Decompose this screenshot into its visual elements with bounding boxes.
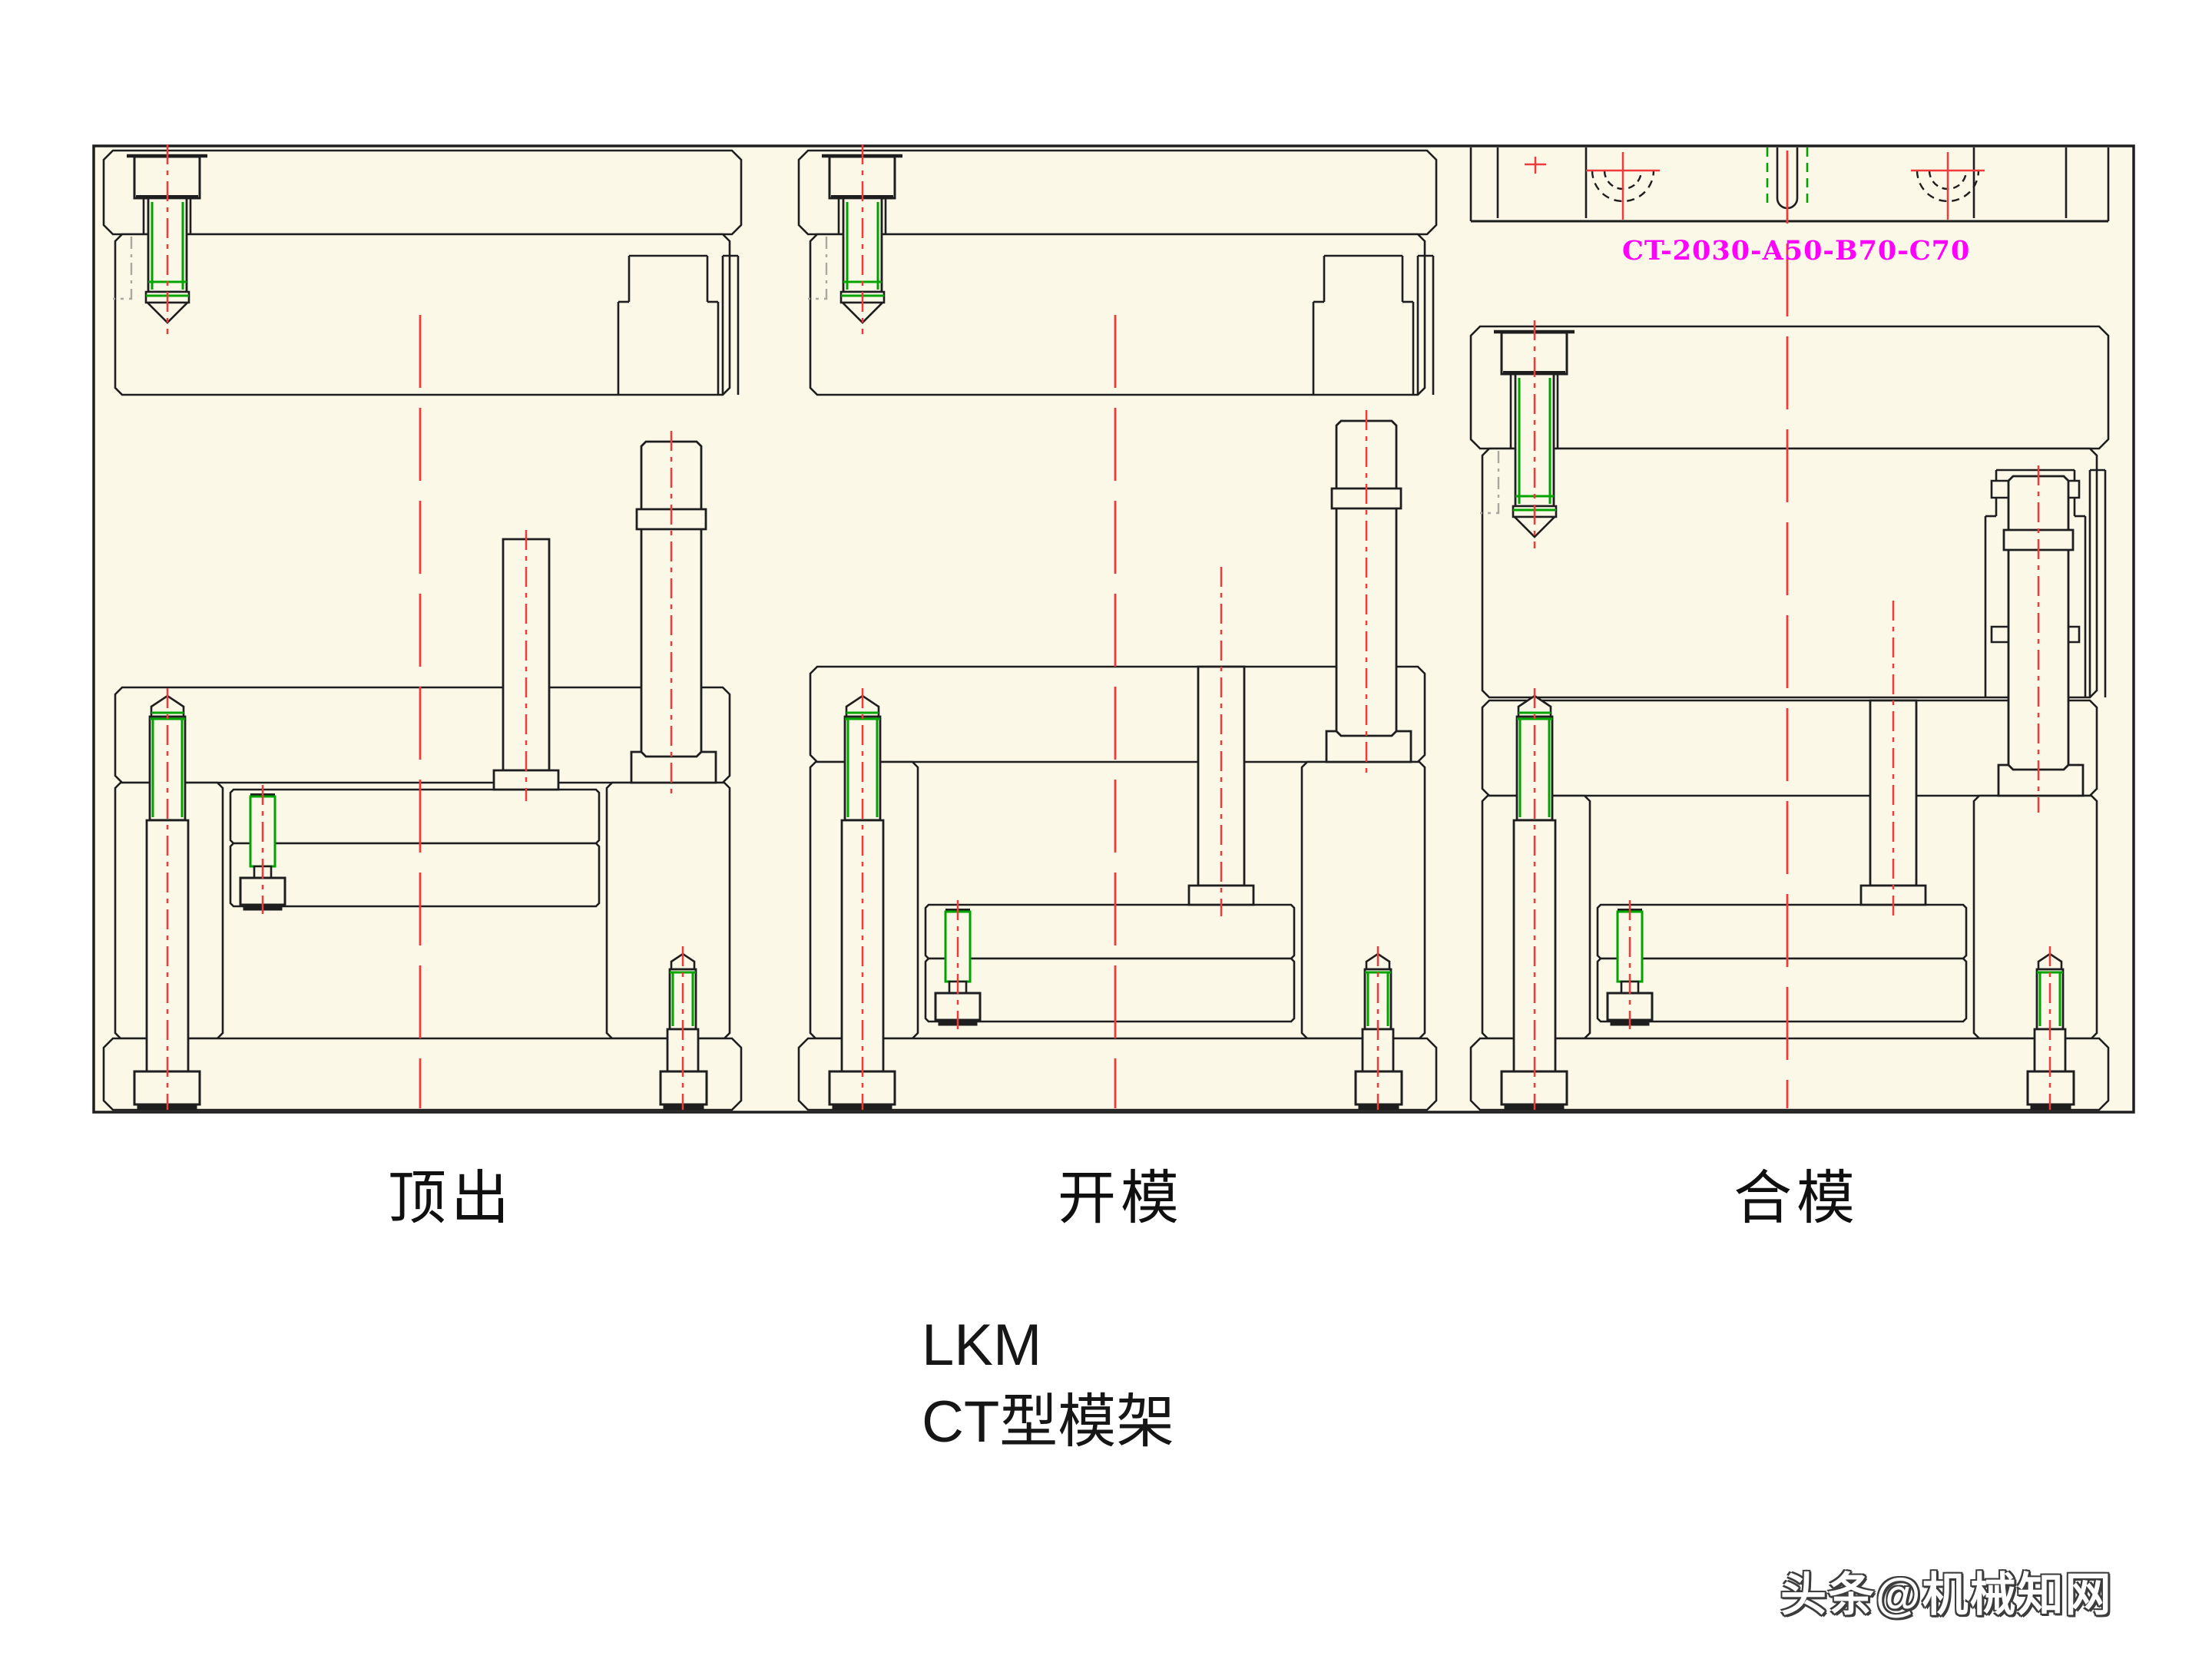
- panel-label-closed: 合模: [1734, 1167, 1859, 1231]
- caption-brand: LKM: [922, 1313, 1042, 1378]
- panel-label-eject: 顶出: [388, 1167, 514, 1231]
- caption-series: CT型模架: [922, 1389, 1175, 1455]
- mold-part-number: CT-2030-A50-B70-C70: [1622, 235, 1971, 267]
- caption-block: LKM CT型模架: [922, 1307, 1174, 1461]
- panel-label-open: 开模: [1058, 1167, 1184, 1231]
- watermark-text: 头条@机械知网: [1780, 1569, 2113, 1621]
